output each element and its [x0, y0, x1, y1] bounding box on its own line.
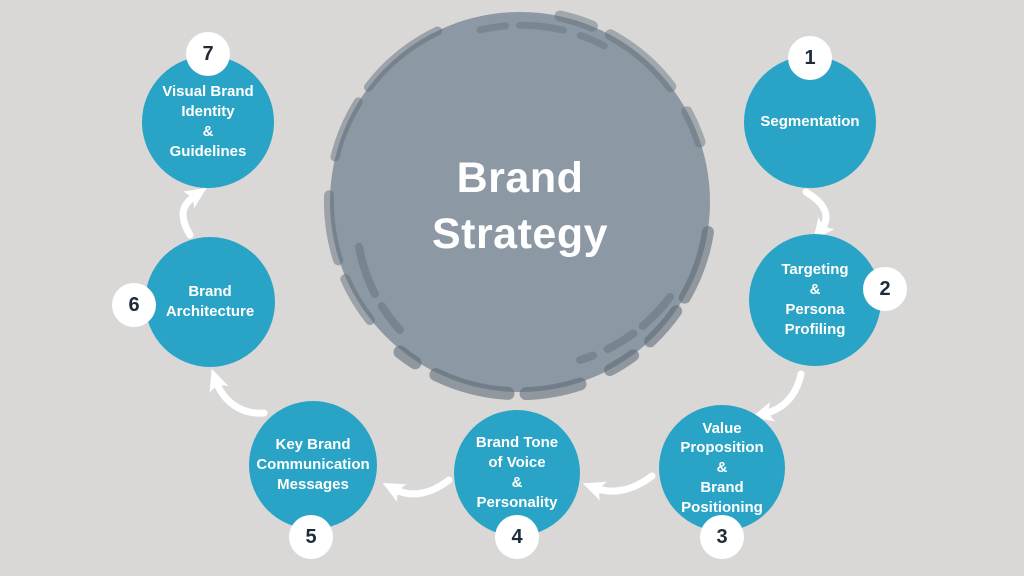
step-number-badge: 4: [495, 515, 539, 559]
arrow-5-to-6: [209, 368, 268, 417]
step-node-visual-brand-identity: Visual Brand Identity & Guidelines 7: [142, 32, 274, 188]
step-number-badge: 6: [112, 283, 156, 327]
step-label: Brand Architecture: [165, 283, 255, 320]
step-node-value-proposition-positioning: Value Proposition & Brand Positioning 3: [659, 405, 785, 559]
center-circle-fill: [330, 12, 710, 392]
step-label: Targeting & Persona Profiling: [781, 261, 849, 338]
step-number-badge: 2: [863, 267, 907, 311]
step-label: Brand Tone of Voice & Personality: [475, 434, 559, 511]
step-number-badge: 5: [289, 515, 333, 559]
diagram-title: Brand Strategy: [431, 154, 609, 258]
step-number-badge: 1: [788, 36, 832, 80]
step-node-segmentation: Segmentation 1: [744, 36, 876, 188]
step-node-targeting-persona-profiling: Targeting & Persona Profiling 2: [749, 234, 907, 366]
arrow-6-to-7: [179, 187, 207, 239]
arrow-2-to-3: [751, 370, 805, 422]
center-circle: Brand Strategy: [300, 0, 740, 422]
center-circle-art: [323, 10, 714, 401]
arrow-1-to-2: [802, 188, 835, 241]
step-node-tone-of-voice-personality: Brand Tone of Voice & Personality 4: [454, 410, 580, 559]
brush-strokes: [323, 10, 714, 401]
step-node-key-communication-messages: Key Brand Communication Messages 5: [249, 401, 377, 559]
step-node-brand-architecture: Brand Architecture 6: [112, 237, 275, 367]
arrow-4-to-5: [382, 476, 453, 503]
step-label: Segmentation: [760, 113, 860, 131]
step-label: Key Brand Communication Messages: [256, 436, 370, 493]
arrow-3-to-4: [582, 472, 656, 501]
step-label: Visual Brand Identity & Guidelines: [162, 83, 254, 160]
step-label: Value Proposition & Brand Positioning: [680, 419, 764, 516]
step-number-badge: 7: [186, 32, 230, 76]
step-number-badge: 3: [700, 515, 744, 559]
